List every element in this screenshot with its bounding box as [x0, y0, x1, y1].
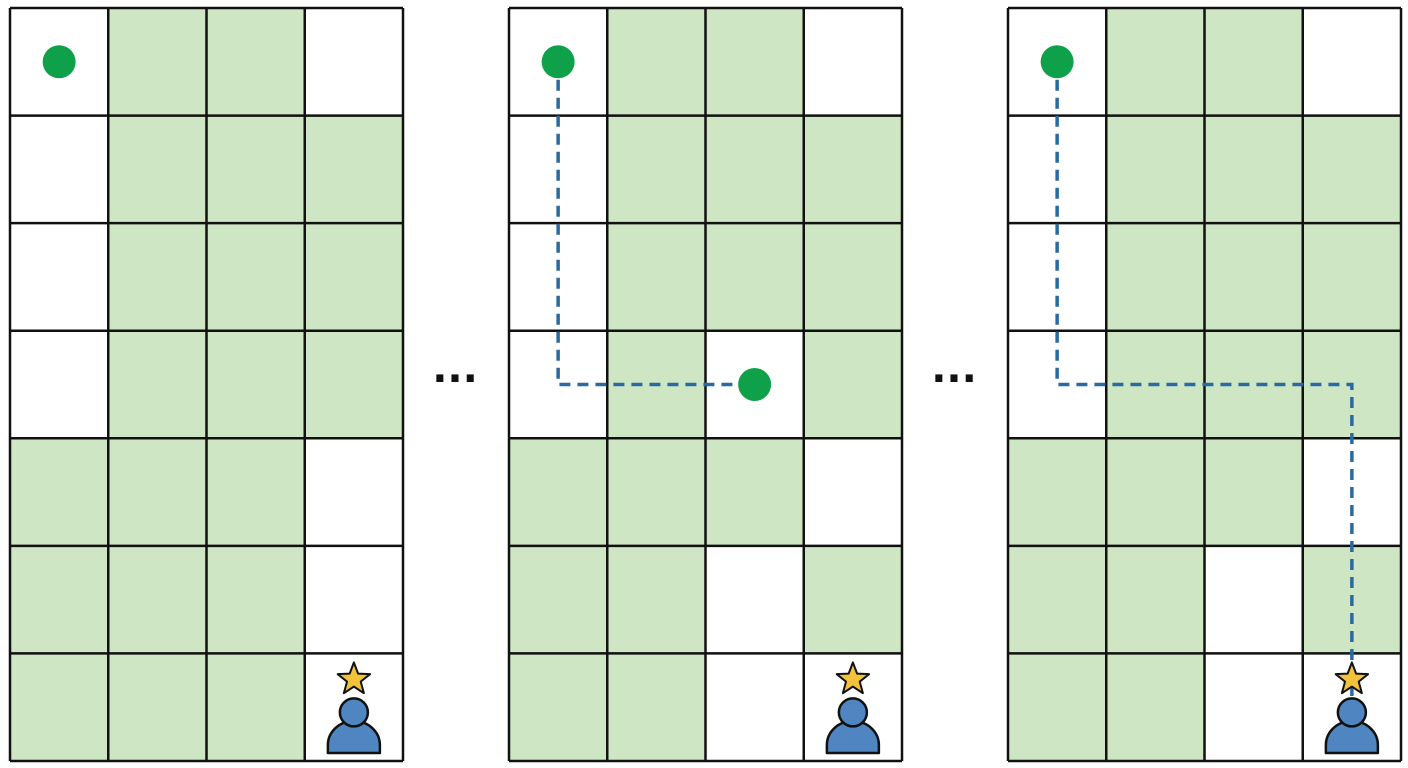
panel-initial: [8, 6, 405, 763]
empty-cell: [1302, 8, 1401, 116]
empty-cell: [509, 330, 608, 439]
panel-partial: [507, 6, 904, 763]
grid-lines: [8, 6, 405, 763]
shaded-cell: [108, 545, 207, 654]
empty-cell: [705, 653, 804, 761]
shaded-cell: [1302, 223, 1401, 331]
shaded-cell: [1008, 438, 1107, 546]
shaded-cell: [206, 115, 305, 224]
empty-cell: [10, 115, 109, 224]
star-icon: [1334, 661, 1370, 695]
shaded-cell: [304, 330, 403, 439]
shaded-cell: [705, 223, 804, 331]
position-dot: [541, 45, 575, 79]
shaded-cell: [1106, 438, 1205, 546]
shaded-cell: [509, 545, 608, 654]
shaded-cell: [1106, 223, 1205, 331]
empty-cell: [10, 330, 109, 439]
person-icon: [825, 697, 881, 755]
empty-cell: [1204, 653, 1303, 761]
shaded-cell: [509, 653, 608, 761]
shaded-cell: [206, 330, 305, 439]
shaded-cell: [803, 115, 902, 224]
star-icon: [336, 661, 372, 695]
shaded-cell: [705, 8, 804, 116]
empty-cell: [1204, 545, 1303, 654]
position-dot: [738, 367, 772, 401]
goal-marker: [1324, 661, 1380, 755]
goal-marker: [326, 661, 382, 755]
shaded-cell: [108, 223, 207, 331]
shaded-cell: [304, 223, 403, 331]
shaded-cell: [108, 330, 207, 439]
shaded-cell: [1302, 115, 1401, 224]
shaded-cell: [1204, 223, 1303, 331]
shaded-cell: [10, 653, 109, 761]
shaded-cell: [607, 115, 706, 224]
shaded-cell: [803, 545, 902, 654]
star-icon: [835, 661, 871, 695]
shaded-cell: [206, 545, 305, 654]
shaded-cell: [705, 115, 804, 224]
shaded-cell: [304, 115, 403, 224]
shaded-cell: [1204, 8, 1303, 116]
shaded-cell: [1204, 330, 1303, 439]
dashed-path: [1055, 61, 1354, 708]
shaded-cell: [10, 438, 109, 546]
empty-cell: [509, 223, 608, 331]
shaded-cell: [108, 115, 207, 224]
person-icon: [1324, 697, 1380, 755]
shaded-cell: [206, 8, 305, 116]
dashed-path: [556, 61, 755, 387]
shaded-cell: [206, 223, 305, 331]
empty-cell: [1008, 115, 1107, 224]
empty-cell: [705, 545, 804, 654]
shaded-cell: [607, 545, 706, 654]
panels: [8, 6, 1403, 763]
empty-cell: [10, 223, 109, 331]
shaded-cell: [607, 8, 706, 116]
shaded-cell: [607, 223, 706, 331]
goal-marker: [825, 661, 881, 755]
empty-cell: [509, 115, 608, 224]
shaded-cell: [509, 438, 608, 546]
shaded-cell: [1106, 115, 1205, 224]
shaded-cell: [1106, 545, 1205, 654]
shaded-cell: [1008, 545, 1107, 654]
shaded-cell: [803, 223, 902, 331]
empty-cell: [304, 545, 403, 654]
grid-lines: [507, 6, 904, 763]
position-dot: [42, 45, 76, 79]
shaded-cell: [108, 438, 207, 546]
shaded-cell: [10, 545, 109, 654]
shaded-cell: [206, 653, 305, 761]
position-dot: [1040, 45, 1074, 79]
shaded-cell: [1204, 438, 1303, 546]
shaded-cell: [705, 438, 804, 546]
shaded-cell: [1106, 8, 1205, 116]
empty-cell: [1008, 223, 1107, 331]
shaded-cell: [607, 438, 706, 546]
empty-cell: [1008, 330, 1107, 439]
shaded-cell: [1204, 115, 1303, 224]
empty-cell: [304, 8, 403, 116]
empty-cell: [803, 438, 902, 546]
shaded-cell: [206, 438, 305, 546]
shaded-cell: [108, 8, 207, 116]
shaded-cell: [108, 653, 207, 761]
person-icon: [326, 697, 382, 755]
panel-complete: [1006, 6, 1403, 763]
shaded-cell: [1106, 653, 1205, 761]
empty-cell: [304, 438, 403, 546]
shaded-cell: [803, 330, 902, 439]
shaded-cell: [607, 653, 706, 761]
ellipsis-separator-1: ···: [432, 356, 478, 402]
shaded-cell: [1008, 653, 1107, 761]
ellipsis-separator-2: ···: [931, 356, 977, 402]
empty-cell: [803, 8, 902, 116]
